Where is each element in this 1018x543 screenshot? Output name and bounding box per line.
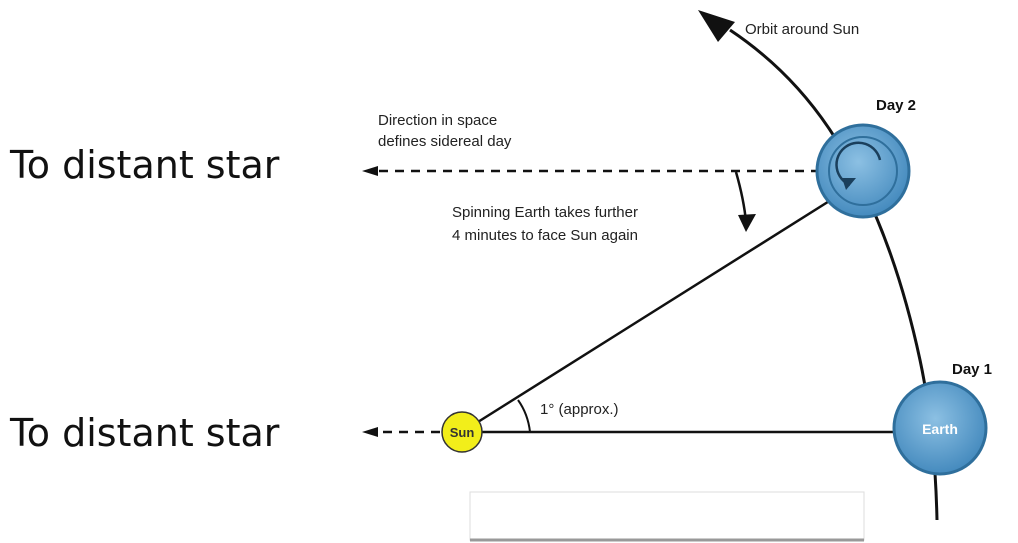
earth-label: Earth (922, 421, 958, 437)
orbit-arrow-icon (698, 10, 735, 42)
distant-star-label-bottom: To distant star (9, 411, 280, 455)
direction-label-line2: defines sidereal day (378, 133, 512, 150)
angle-arc-arrow (734, 171, 748, 223)
orbit-label: Orbit around Sun (745, 21, 859, 38)
sun-angle-arc (517, 399, 531, 433)
spinning-label-line1: Spinning Earth takes further (452, 204, 638, 221)
direction-label-line1: Direction in space (378, 112, 497, 129)
rotation-arrow-icon (835, 141, 882, 187)
arrow-bottom-icon (362, 427, 378, 437)
sun (441, 411, 483, 453)
earth-day2 (815, 123, 911, 219)
sun-label: Sun (450, 425, 475, 440)
arrow-top-icon (362, 166, 378, 176)
sun-day2-line (461, 186, 851, 434)
earth-day1 (892, 380, 988, 476)
distant-star-label-top: To distant star (9, 143, 280, 187)
caption-box (469, 491, 865, 541)
day1-label: Day 1 (952, 361, 992, 378)
angle-arrow-icon (738, 214, 756, 232)
angle-label: 1° (approx.) (540, 401, 619, 418)
spinning-label-line2: 4 minutes to face Sun again (452, 227, 638, 244)
day2-label: Day 2 (876, 97, 916, 114)
